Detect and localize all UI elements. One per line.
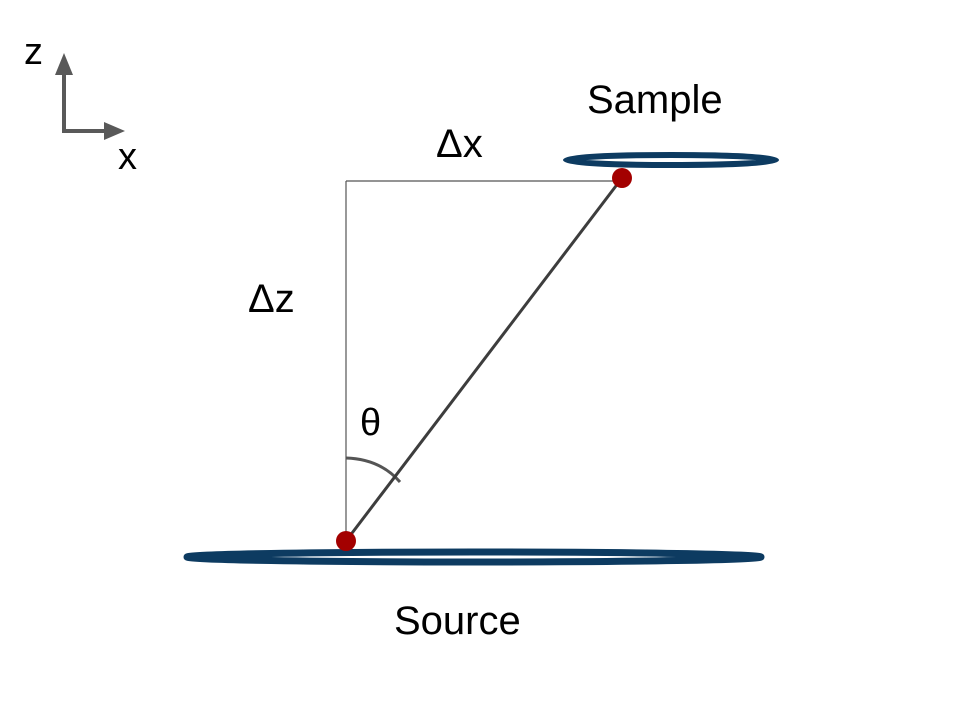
theta-label: θ <box>360 402 381 444</box>
sample-label: Sample <box>587 78 723 122</box>
source-label: Source <box>394 599 521 643</box>
beam-line <box>344 177 624 542</box>
source-point <box>336 531 356 551</box>
z-axis-label: z <box>24 31 43 73</box>
delta-x-label: Δx <box>436 122 483 166</box>
source-ring <box>183 548 765 566</box>
theta-angle-arc <box>345 456 402 483</box>
delta-z-label: Δz <box>248 277 295 321</box>
x-axis-label: x <box>118 136 137 178</box>
sample-ring <box>563 152 779 168</box>
x-arrowhead <box>104 122 125 140</box>
axes-indicator: z x <box>24 31 137 178</box>
z-arrowhead <box>55 53 73 75</box>
sample-point <box>612 168 632 188</box>
